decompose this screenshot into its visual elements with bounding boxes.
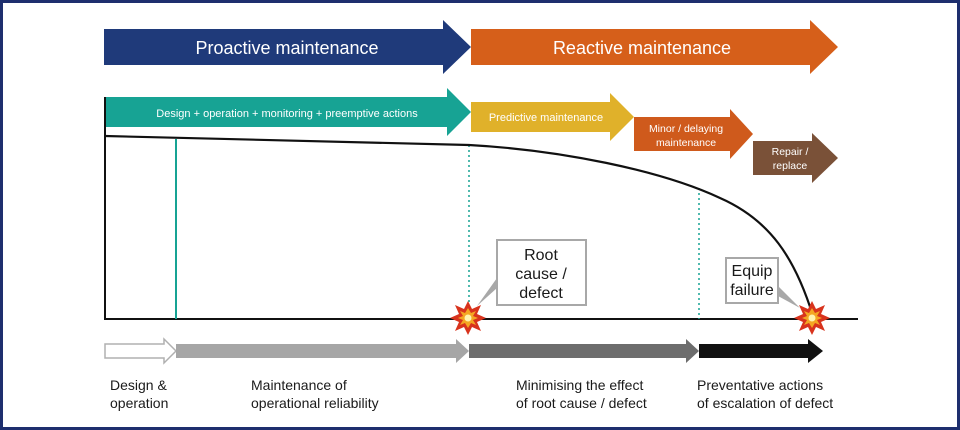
explosion-icon-equip-failure [794, 301, 830, 335]
degradation-curve [104, 134, 815, 317]
predictive-arrow: Predictive maintenance [471, 93, 634, 141]
root-cause-box [496, 239, 587, 306]
phase-label-maintenance: Maintenance of operational reliability [251, 376, 379, 412]
phase-label-line1: Design & [110, 377, 167, 393]
phase-label-line2: operational reliability [251, 395, 379, 411]
equip-failure-line1: Equip [732, 263, 773, 280]
equip-failure-line2: failure [730, 282, 774, 299]
phase-arrow-minimising [469, 339, 699, 363]
phase-label-line1: Minimising the effect [516, 377, 644, 393]
root-cause-line3: defect [519, 285, 563, 302]
repair-replace-arrow: Repair / replace [753, 133, 838, 183]
root-cause-line1: Root [524, 247, 558, 264]
predictive-label: Predictive maintenance [489, 112, 603, 124]
phase-label-minimising: Minimising the effect of root cause / de… [516, 376, 647, 412]
phase-arrow-preventative [699, 339, 823, 363]
design-operation-label: Design + operation + monitoring + preemp… [156, 108, 418, 120]
root-cause-callout: Root cause / defect [477, 239, 587, 306]
minor-delaying-line2: maintenance [656, 137, 716, 149]
root-cause-line2: cause / [515, 266, 567, 283]
phase-label-line2: of escalation of defect [697, 395, 834, 411]
repair-replace-line2: replace [773, 160, 808, 172]
root-cause-pointer [477, 278, 497, 306]
phase-label-line2: of root cause / defect [516, 395, 647, 411]
phase-arrow-design-operation [104, 337, 178, 365]
phase-label-line2: operation [110, 395, 169, 411]
design-operation-arrow: Design + operation + monitoring + preemp… [104, 88, 471, 136]
minor-delaying-line1: Minor / delaying [649, 123, 723, 135]
explosion-icon-root-cause [450, 301, 486, 335]
proactive-label: Proactive maintenance [195, 38, 378, 58]
phase-label-preventative: Preventative actions of escalation of de… [697, 376, 833, 412]
reactive-label: Reactive maintenance [553, 38, 731, 58]
equip-failure-callout: Equip failure [725, 257, 800, 308]
equip-failure-pointer [778, 286, 800, 308]
phase-arrow-maintenance [176, 339, 469, 363]
equip-failure-box [725, 257, 779, 304]
proactive-arrow: Proactive maintenance [104, 20, 471, 74]
phase-label-line1: Preventative actions [697, 377, 824, 393]
repair-replace-line1: Repair / [772, 146, 809, 158]
reactive-arrow: Reactive maintenance [471, 20, 838, 74]
phase-label-design-operation: Design & operation [110, 376, 168, 412]
minor-delaying-arrow: Minor / delaying maintenance [634, 109, 753, 159]
phase-label-line1: Maintenance of [251, 377, 347, 393]
